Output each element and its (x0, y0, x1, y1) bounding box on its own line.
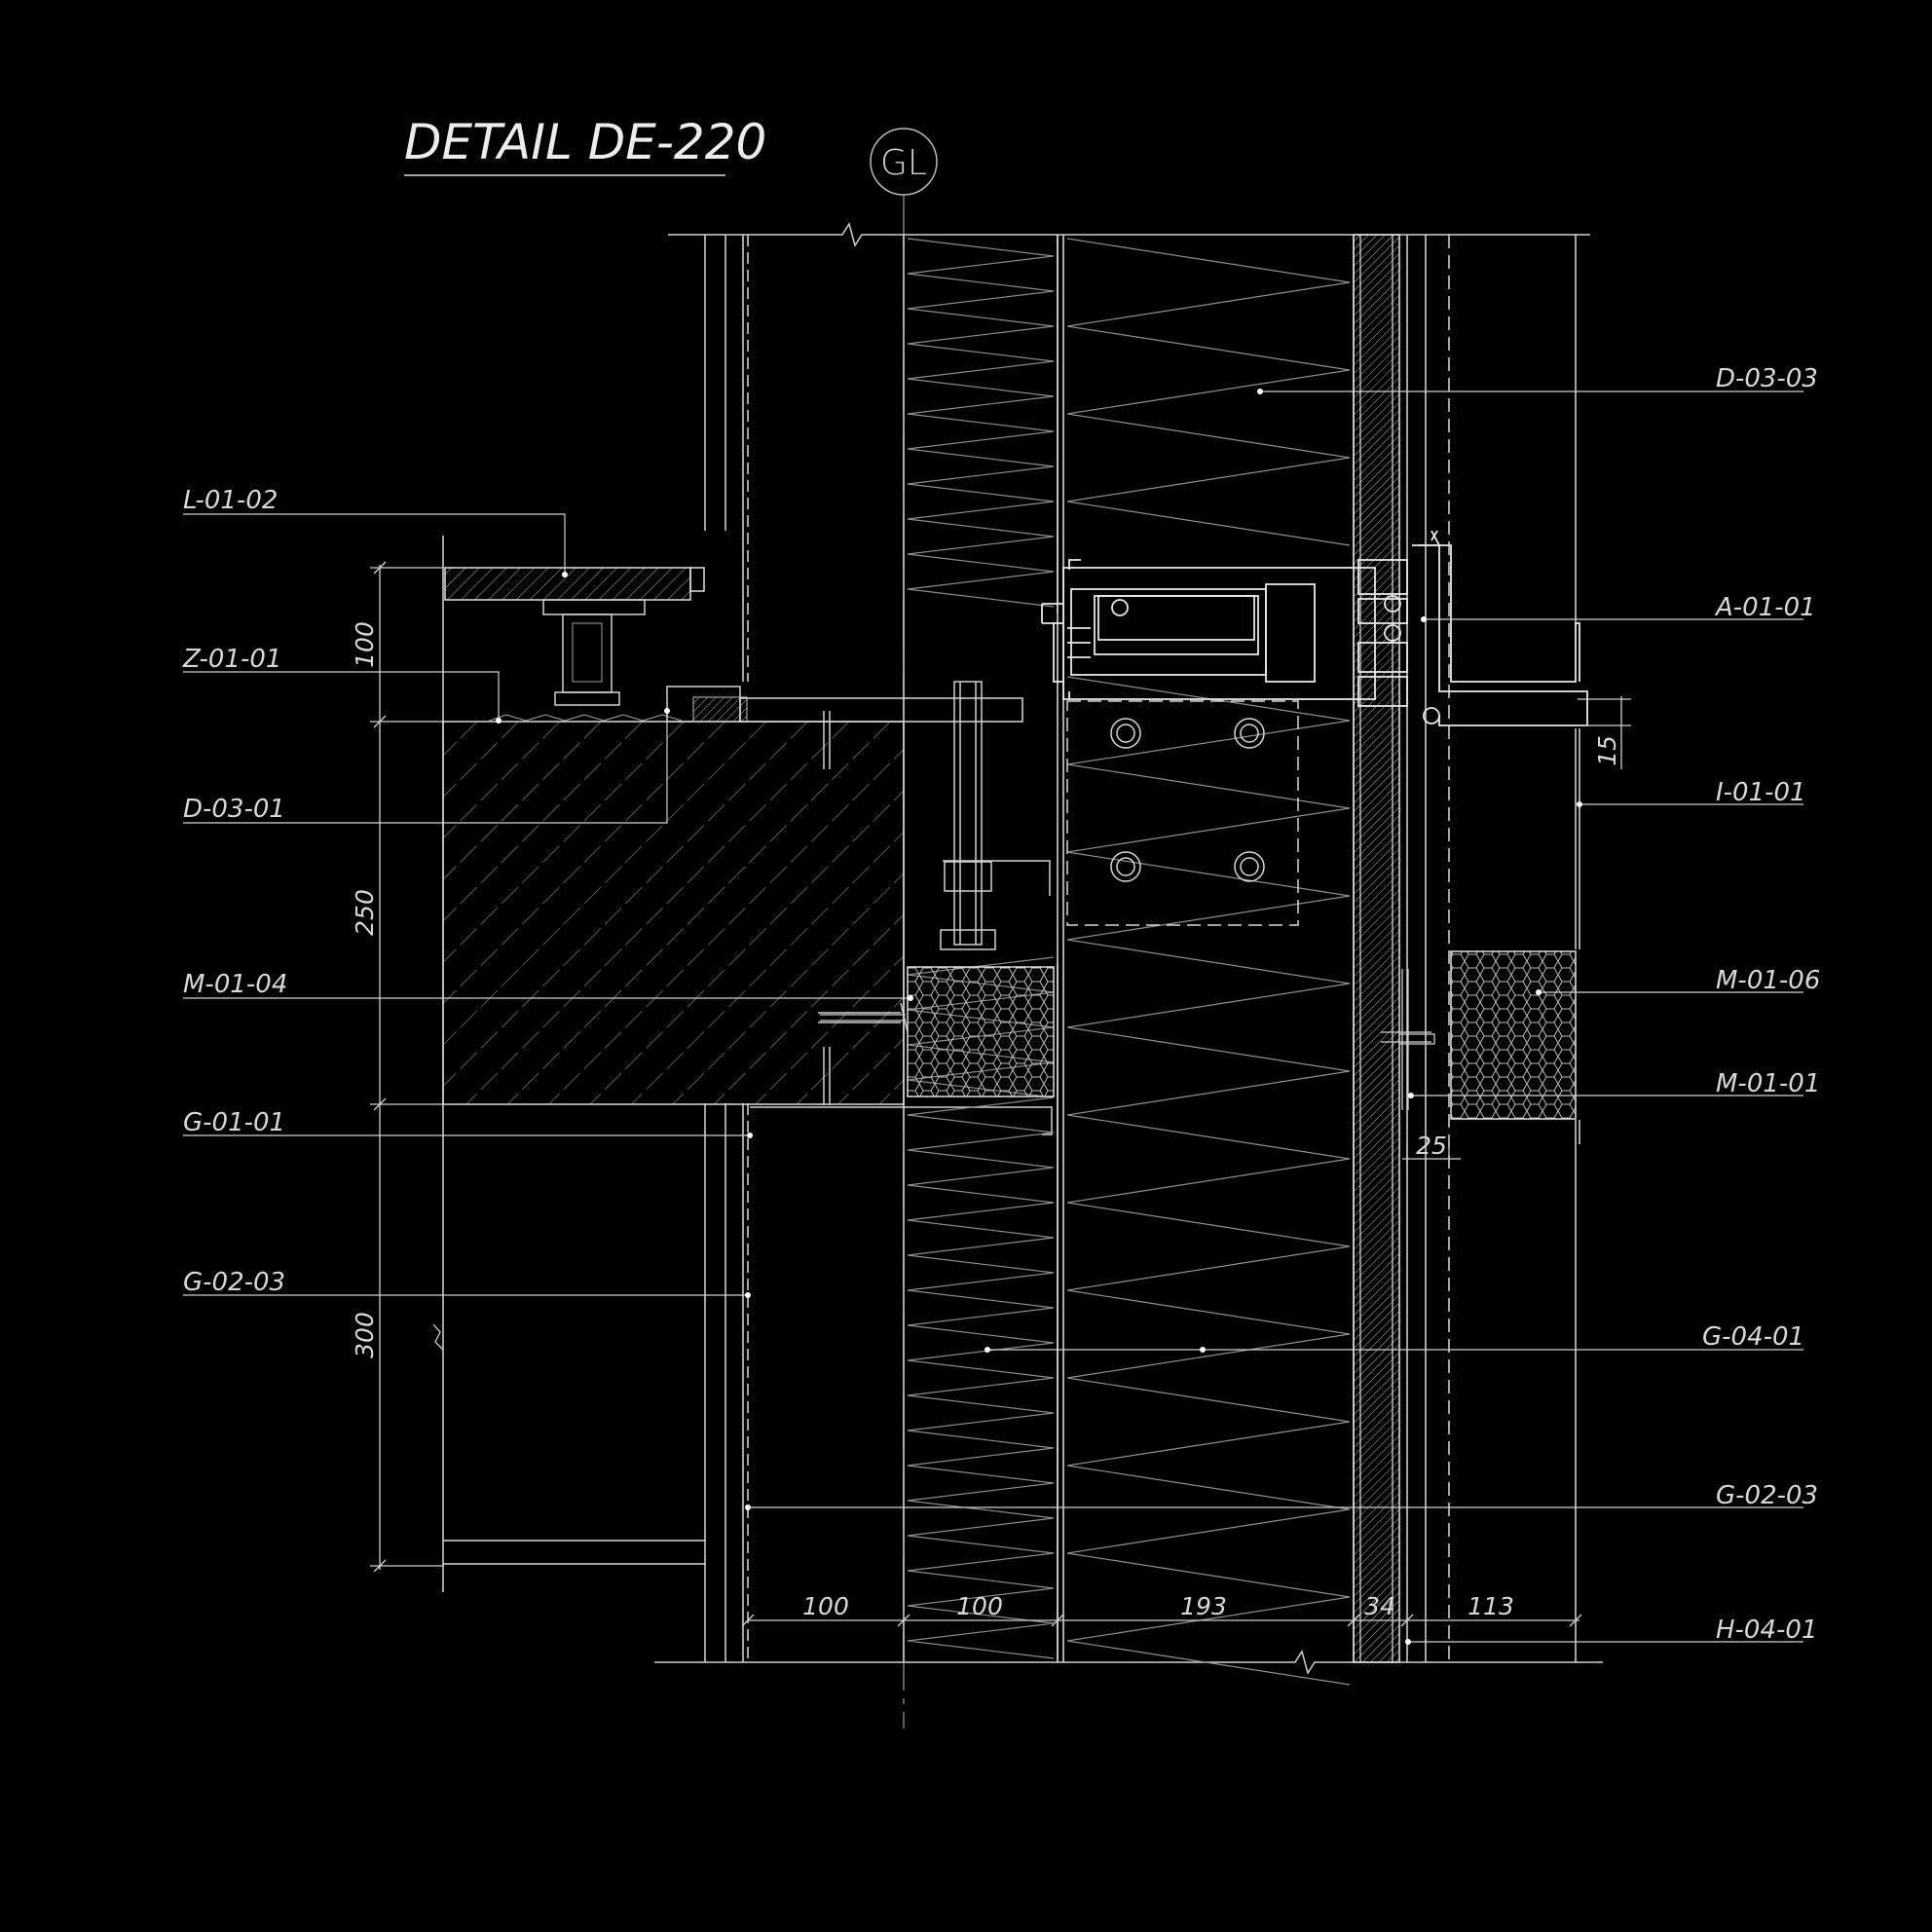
dimension-texts: 100 250 300 15 25 100 100 193 34 113 (351, 621, 1621, 1620)
callout-l-01-02: L-01-02 (183, 486, 278, 515)
dim-100-vertical: 100 (351, 621, 379, 668)
dimension-lines (370, 561, 1631, 1627)
callout-m-01-06: M-01-06 (1716, 966, 1820, 995)
dim-bottom-5: 113 (1468, 1592, 1514, 1620)
callout-i-01-01: I-01-01 (1716, 778, 1806, 807)
callout-d-03-03: D-03-03 (1716, 364, 1818, 393)
anchor-plate (1066, 700, 1299, 926)
concrete-slab (442, 721, 905, 1105)
dim-300-vertical: 300 (351, 1312, 379, 1358)
dim-bottom-2: 100 (956, 1592, 1003, 1620)
dim-bottom-3: 193 (1180, 1592, 1227, 1620)
detail-title: DETAIL DE-220 (404, 114, 766, 170)
callouts-right: D-03-03 A-01-01 I-01-01 M-01-06 M-01-01 … (1702, 364, 1820, 1645)
fire-stop-left (907, 966, 1055, 1097)
leader-dots (496, 389, 1582, 1645)
callout-g-01-01: G-01-01 (183, 1108, 285, 1137)
sheathing-board (1353, 234, 1400, 1663)
dim-bottom-4: 34 (1364, 1592, 1395, 1620)
cladding-rail (1406, 235, 1580, 1662)
dim-bottom-1: 100 (802, 1592, 849, 1620)
callout-a-01-01: A-01-01 (1714, 593, 1816, 622)
callout-m-01-04: M-01-04 (183, 970, 287, 999)
insulation-layer-1 (903, 235, 1059, 1662)
insulation-layer-2 (1057, 235, 1355, 1686)
steel-bracket (750, 681, 1053, 1135)
callout-g-02-03-right: G-02-03 (1716, 1481, 1818, 1510)
fire-stop-right (1450, 950, 1577, 1120)
grid-label: GL (880, 143, 927, 183)
raised-floor-panel (444, 567, 1023, 723)
fixings (820, 969, 1435, 1110)
callouts-left: L-01-02 Z-01-01 D-03-01 M-01-04 G-01-01 … (182, 486, 287, 1297)
window-frame (1041, 530, 1588, 726)
callout-g-02-03-left: G-02-03 (183, 1268, 285, 1297)
callout-z-01-01: Z-01-01 (182, 645, 281, 674)
dim-15-vertical: 15 (1593, 735, 1621, 766)
callout-h-04-01: H-04-01 (1716, 1616, 1817, 1645)
dim-25: 25 (1416, 1132, 1447, 1160)
callout-g-04-01: G-04-01 (1702, 1322, 1804, 1352)
callout-d-03-01: D-03-01 (183, 795, 285, 824)
callout-m-01-01: M-01-01 (1716, 1069, 1820, 1098)
dim-250-vertical: 250 (351, 889, 379, 936)
